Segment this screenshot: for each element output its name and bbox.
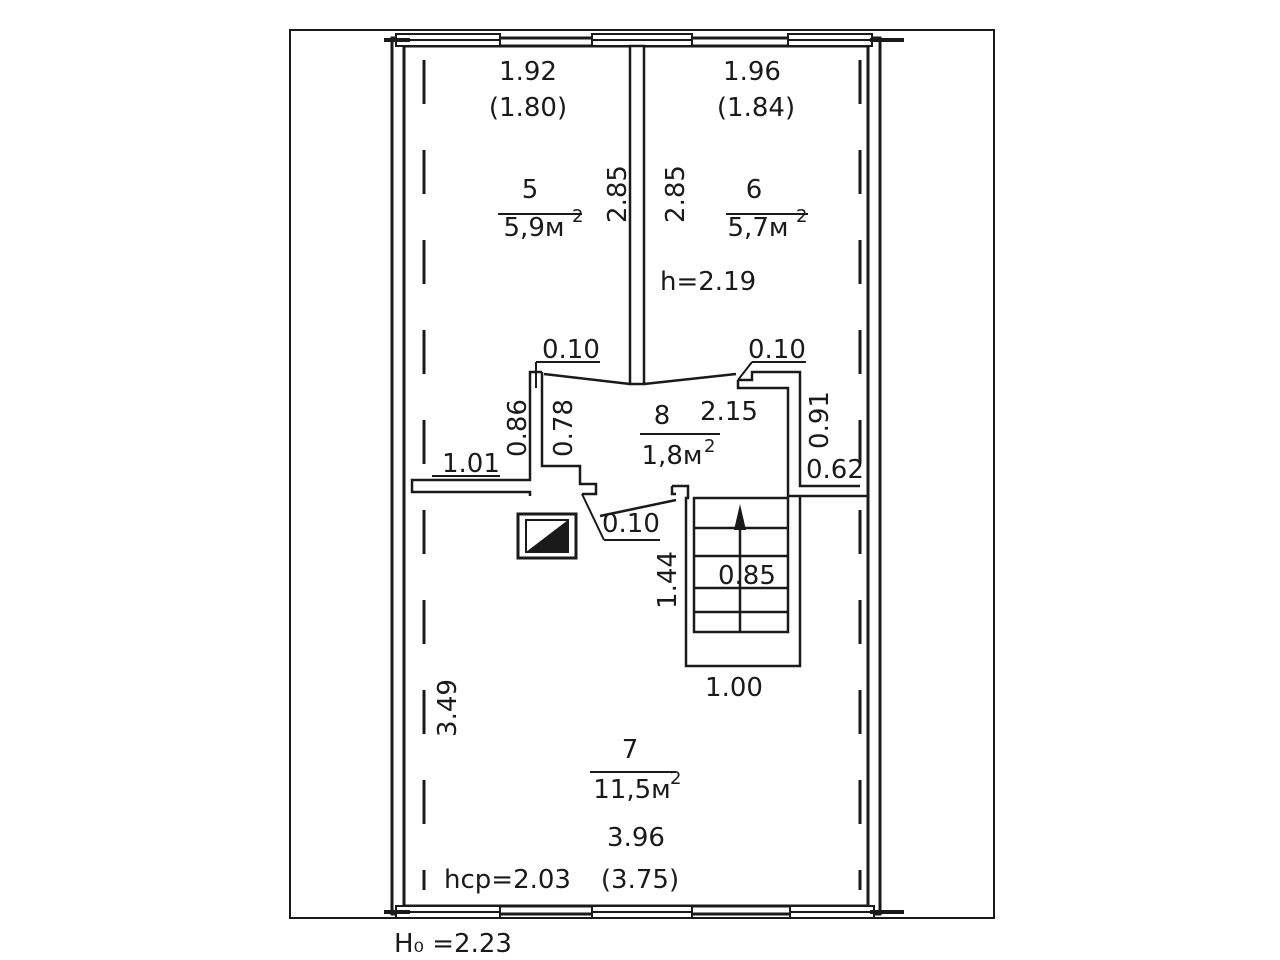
svg-text:5,9м: 5,9м xyxy=(504,213,565,243)
stair-arrow-icon xyxy=(734,504,746,530)
top-windows xyxy=(384,33,904,47)
room5-depth-label: 2.85 xyxy=(603,165,633,223)
left-seg-label: 1.01 xyxy=(442,449,500,479)
stair-length-label: 1.44 xyxy=(653,551,683,609)
svg-text:2: 2 xyxy=(572,206,583,227)
svg-text:2: 2 xyxy=(796,206,807,227)
svg-text:8: 8 xyxy=(654,401,671,431)
room-7-label: 7 11,5м 2 xyxy=(593,735,681,805)
svg-text:1,8м: 1,8м xyxy=(642,441,703,471)
svg-text:11,5м: 11,5м xyxy=(593,775,671,805)
hall-right-a-label: 0.91 xyxy=(805,391,835,449)
hall-left-a-label: 0.86 xyxy=(503,399,533,457)
room-8-label: 8 1,8м 2 xyxy=(642,401,716,471)
hall-right-step-label: 0.10 xyxy=(748,335,806,365)
svg-text:2: 2 xyxy=(704,436,715,457)
partition-5-6 xyxy=(628,44,646,386)
bottom-windows xyxy=(384,905,904,919)
room7-depth-label: 3.49 xyxy=(433,679,463,737)
hall-left-step-label: 0.10 xyxy=(542,335,600,365)
staircase xyxy=(670,484,802,668)
stair-width-label: 0.85 xyxy=(718,561,776,591)
stair-bottom-label: 1.00 xyxy=(705,673,763,703)
room5-width-label: 1.92 xyxy=(499,57,557,87)
room6-width-inner-label: (1.84) xyxy=(717,93,795,123)
hall-width-label: 2.15 xyxy=(700,397,758,427)
room7-height-label: hср=2.03 xyxy=(444,865,571,895)
room7-width-label: 3.96 xyxy=(607,823,665,853)
stair-step-label: 0.10 xyxy=(602,509,660,539)
hall-left-b-label: 0.78 xyxy=(549,399,579,457)
chimney-vent xyxy=(516,512,578,560)
room6-height-label: h=2.19 xyxy=(660,267,756,297)
leader-lines xyxy=(432,213,808,773)
svg-text:6: 6 xyxy=(746,175,763,205)
room-6-label: 6 5,7м 2 xyxy=(728,175,808,243)
svg-text:7: 7 xyxy=(622,735,639,765)
svg-text:5: 5 xyxy=(522,175,539,205)
room6-depth-label: 2.85 xyxy=(661,165,691,223)
svg-text:5,7м: 5,7м xyxy=(728,213,789,243)
right-seg-label: 0.62 xyxy=(806,455,864,485)
room7-width-inner-label: (3.75) xyxy=(601,865,679,895)
room6-width-label: 1.96 xyxy=(723,57,781,87)
overall-height-label: H₀ =2.23 xyxy=(394,929,512,959)
svg-text:2: 2 xyxy=(670,768,681,789)
room5-width-inner-label: (1.80) xyxy=(489,93,567,123)
hall-walls xyxy=(410,370,868,518)
room-5-label: 5 5,9м 2 xyxy=(504,175,584,243)
